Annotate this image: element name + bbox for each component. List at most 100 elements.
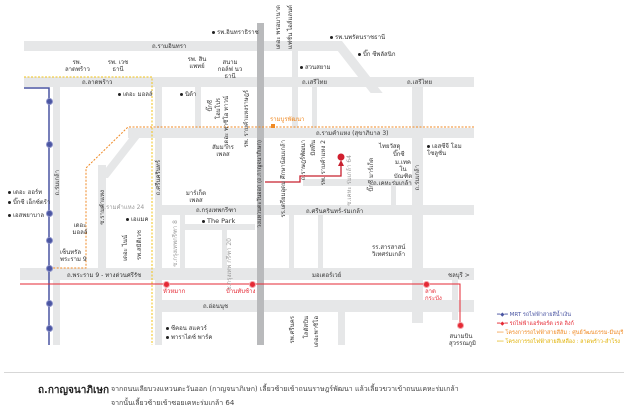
road-the-park	[185, 224, 255, 230]
mrt-station	[46, 325, 53, 332]
legend-item-orange: ┅┅ โครงการรถไฟฟ้าสายสีส้ม : ศูนย์วัฒนธรร…	[497, 330, 624, 336]
label-west-road: ถ.ร่มเกล้า	[54, 170, 61, 196]
mrt-station	[46, 98, 53, 105]
label-ramkhamhaeng-v: ซ.รามคำแหง	[99, 190, 106, 225]
mrt-station	[46, 265, 53, 272]
poi: รพ.สมิติเวช	[136, 230, 143, 261]
label-station-ram-phatthana: รามบูรพัฒนา	[270, 116, 305, 123]
poi: รพ.อินทราธิราช	[212, 29, 259, 36]
poi: รพ. สินแพทย์	[187, 56, 207, 70]
label-krungthep-kreetha: ถ.กรุงเทพกรีฑา	[196, 207, 237, 214]
poi: สนามกอล์ฟ นวธานี	[217, 59, 243, 80]
arl-station-hua-mak	[163, 281, 170, 288]
poi: เดอะ ไนน์	[122, 235, 129, 261]
label-station-hua-mak: หัวหมาก	[163, 288, 186, 295]
road-v-east2	[318, 215, 323, 270]
poi: The Park	[202, 218, 235, 225]
poi: รพ.ศรีนคร	[289, 316, 296, 344]
poi: รร.สารสาสน์ วิเทศร่มเกล้า	[372, 244, 406, 258]
project-location-marker	[337, 153, 345, 161]
route-path	[265, 165, 342, 183]
poi: สวนสยาม	[300, 64, 331, 71]
poi: เอแมค	[126, 216, 149, 223]
directions-title: ถ.กาญจนาภิเษก	[38, 385, 110, 396]
poi: สนามบิน สุวรรณภูมิ	[449, 333, 476, 347]
poi: เดอะพาซิโอ	[313, 316, 320, 347]
poi: มาร์เก็ต เพลส	[185, 190, 207, 204]
legend-label: รถไฟฟ้าแอร์พอร์ต เรล ลิงก์	[509, 321, 574, 327]
label-station-lat-krabang: ลาด กระบัง	[425, 288, 442, 302]
poi: รพ. ลาดพร้าว	[65, 59, 90, 73]
label-ram-intra: ถ.รามอินทรา	[152, 43, 187, 50]
road-ram-intra	[24, 41, 339, 51]
poi: รพ. รามคำแหงราษฎร์	[243, 90, 250, 148]
road-v-east1	[289, 215, 294, 270]
poi: เดอะ พรอมานาด	[275, 5, 282, 50]
directions-line-1: จากถนนเลียบวงแหวนตะวันออก (กาญจนาภิเษก) …	[111, 385, 459, 393]
poi: เอสซีจี โฮม โซลูชั่น	[427, 143, 467, 157]
poi: รพ. เวชธานี	[107, 59, 129, 73]
poi: ไทยวัสดุ	[379, 143, 401, 150]
mrt-station	[46, 237, 53, 244]
poi: รพ.นพรัตนราชธานี	[330, 34, 385, 41]
poi: บิ๊กซี	[207, 100, 214, 112]
legend-label: โครงการรถไฟฟ้าสายสีเหลือง : ลาดพร้าว-สำโ…	[505, 339, 620, 345]
legend-label: โครงการรถไฟฟ้าสายสีส้ม : ศูนย์วัฒนธรรม-ม…	[505, 330, 624, 336]
directions-line-2: จากนั้นเลี้ยวซ้ายเข้าซอยเคหะร่มเกล้า 64	[111, 399, 235, 407]
poi: บิ๊ก ซีพลัสนิก	[358, 51, 395, 58]
poi: เดอะ ฮอร์ท	[8, 189, 42, 196]
poi: รร.เตรียมอุดม ศึกษาน้อมเกล้า	[280, 140, 287, 218]
route-arrow	[338, 160, 344, 166]
label-romklao: ถ.ร่มเกล้า	[414, 165, 421, 191]
poi: เดอะ พาซิโอ ทาวน์	[223, 96, 230, 146]
label-ramkhamhaeng-24: ซ.รามคำแหง 24	[100, 204, 145, 211]
road-lat-phrao	[24, 77, 474, 87]
label-seri-thai: ถ.เสรีไทย	[302, 79, 327, 86]
road-motorway-v	[452, 280, 458, 320]
label-on-nut: ถ.อ่อนนุช	[203, 303, 229, 310]
poi: เดอะ มอลล์	[72, 222, 88, 236]
label-srinakarin: ถ.ศรีนครินทร์	[155, 160, 162, 196]
label-motorway: มอเตอร์เวย์	[312, 272, 342, 279]
road-rama9-motorway	[20, 268, 474, 280]
poi: พาราไดซ์ พาร์ค	[166, 334, 212, 341]
poi: รพ. รามคำแหง 2	[320, 140, 327, 186]
legend-item-arl: ━◆━ รถไฟฟ้าแอร์พอร์ต เรล ลิงก์	[497, 321, 574, 327]
poi: สัมมากร เพลส	[212, 144, 234, 158]
road-soi-20	[222, 230, 227, 270]
road-on-nut	[160, 300, 474, 312]
road-west-vertical	[53, 87, 60, 345]
poi: ซีคอน สแควร์	[166, 325, 207, 332]
label-station-ban-thap-chang: บ้านทับช้าง	[226, 288, 256, 295]
label-kanchanaphisek: วงแหวนตะวันออก (ถ.กาญจนาภิเษก)	[257, 140, 263, 228]
poi: โลตัสบิน	[303, 316, 310, 339]
arl-station-ban-thap-chang	[249, 281, 256, 288]
label-soi-20: ซ.กรุงเทพ กรีฑา 20	[226, 238, 233, 291]
label-lat-phrao: ถ.ลาดพร้าว	[82, 79, 113, 86]
label-chonburi: ชลบุรี >	[448, 272, 470, 279]
poi: โฮมโปร	[215, 98, 222, 120]
poi: เอสพยาบาล	[8, 212, 44, 219]
label-srinakarin-romklao: ถ.ศรีนครินทร์-ร่มเกล้า	[306, 208, 364, 215]
road-kehar-romklao	[303, 179, 413, 186]
road-romklao	[412, 77, 423, 323]
poi: บิ๊กซี มาร์เก็ต	[368, 158, 375, 192]
poi: ซ.เคหะ ร่มเกล้า 64	[346, 155, 353, 206]
legend-item-mrt: ━◆━ MRT รถไฟฟ้าสายสีน้ำเงิน	[497, 312, 572, 318]
road-ramkhamhaeng	[128, 128, 474, 138]
label-soi-8: ซ.กรุงเทพกรีฑา 8	[172, 220, 179, 267]
poi: ม.เทคโน บัณฑิต	[393, 159, 413, 180]
road-srinakarin	[155, 87, 162, 345]
poi: เซ็นทรัล พระราม 9	[60, 249, 87, 263]
label-kehar-romklao: ถ.เคหะร่มเกล้า	[373, 180, 412, 187]
yellow-line	[24, 76, 153, 345]
poi: บิ๊กซี	[393, 151, 405, 158]
road-kehar-v	[391, 186, 396, 206]
divider	[4, 372, 624, 373]
expressway-kanchanaphisek	[257, 23, 264, 345]
label-raj-phatthana: ถ.ราษฎร์พัฒนา	[300, 140, 307, 181]
mrt-station	[46, 141, 53, 148]
poi: บิ๊กซี เอ็กซ์ตร้า	[8, 199, 50, 206]
